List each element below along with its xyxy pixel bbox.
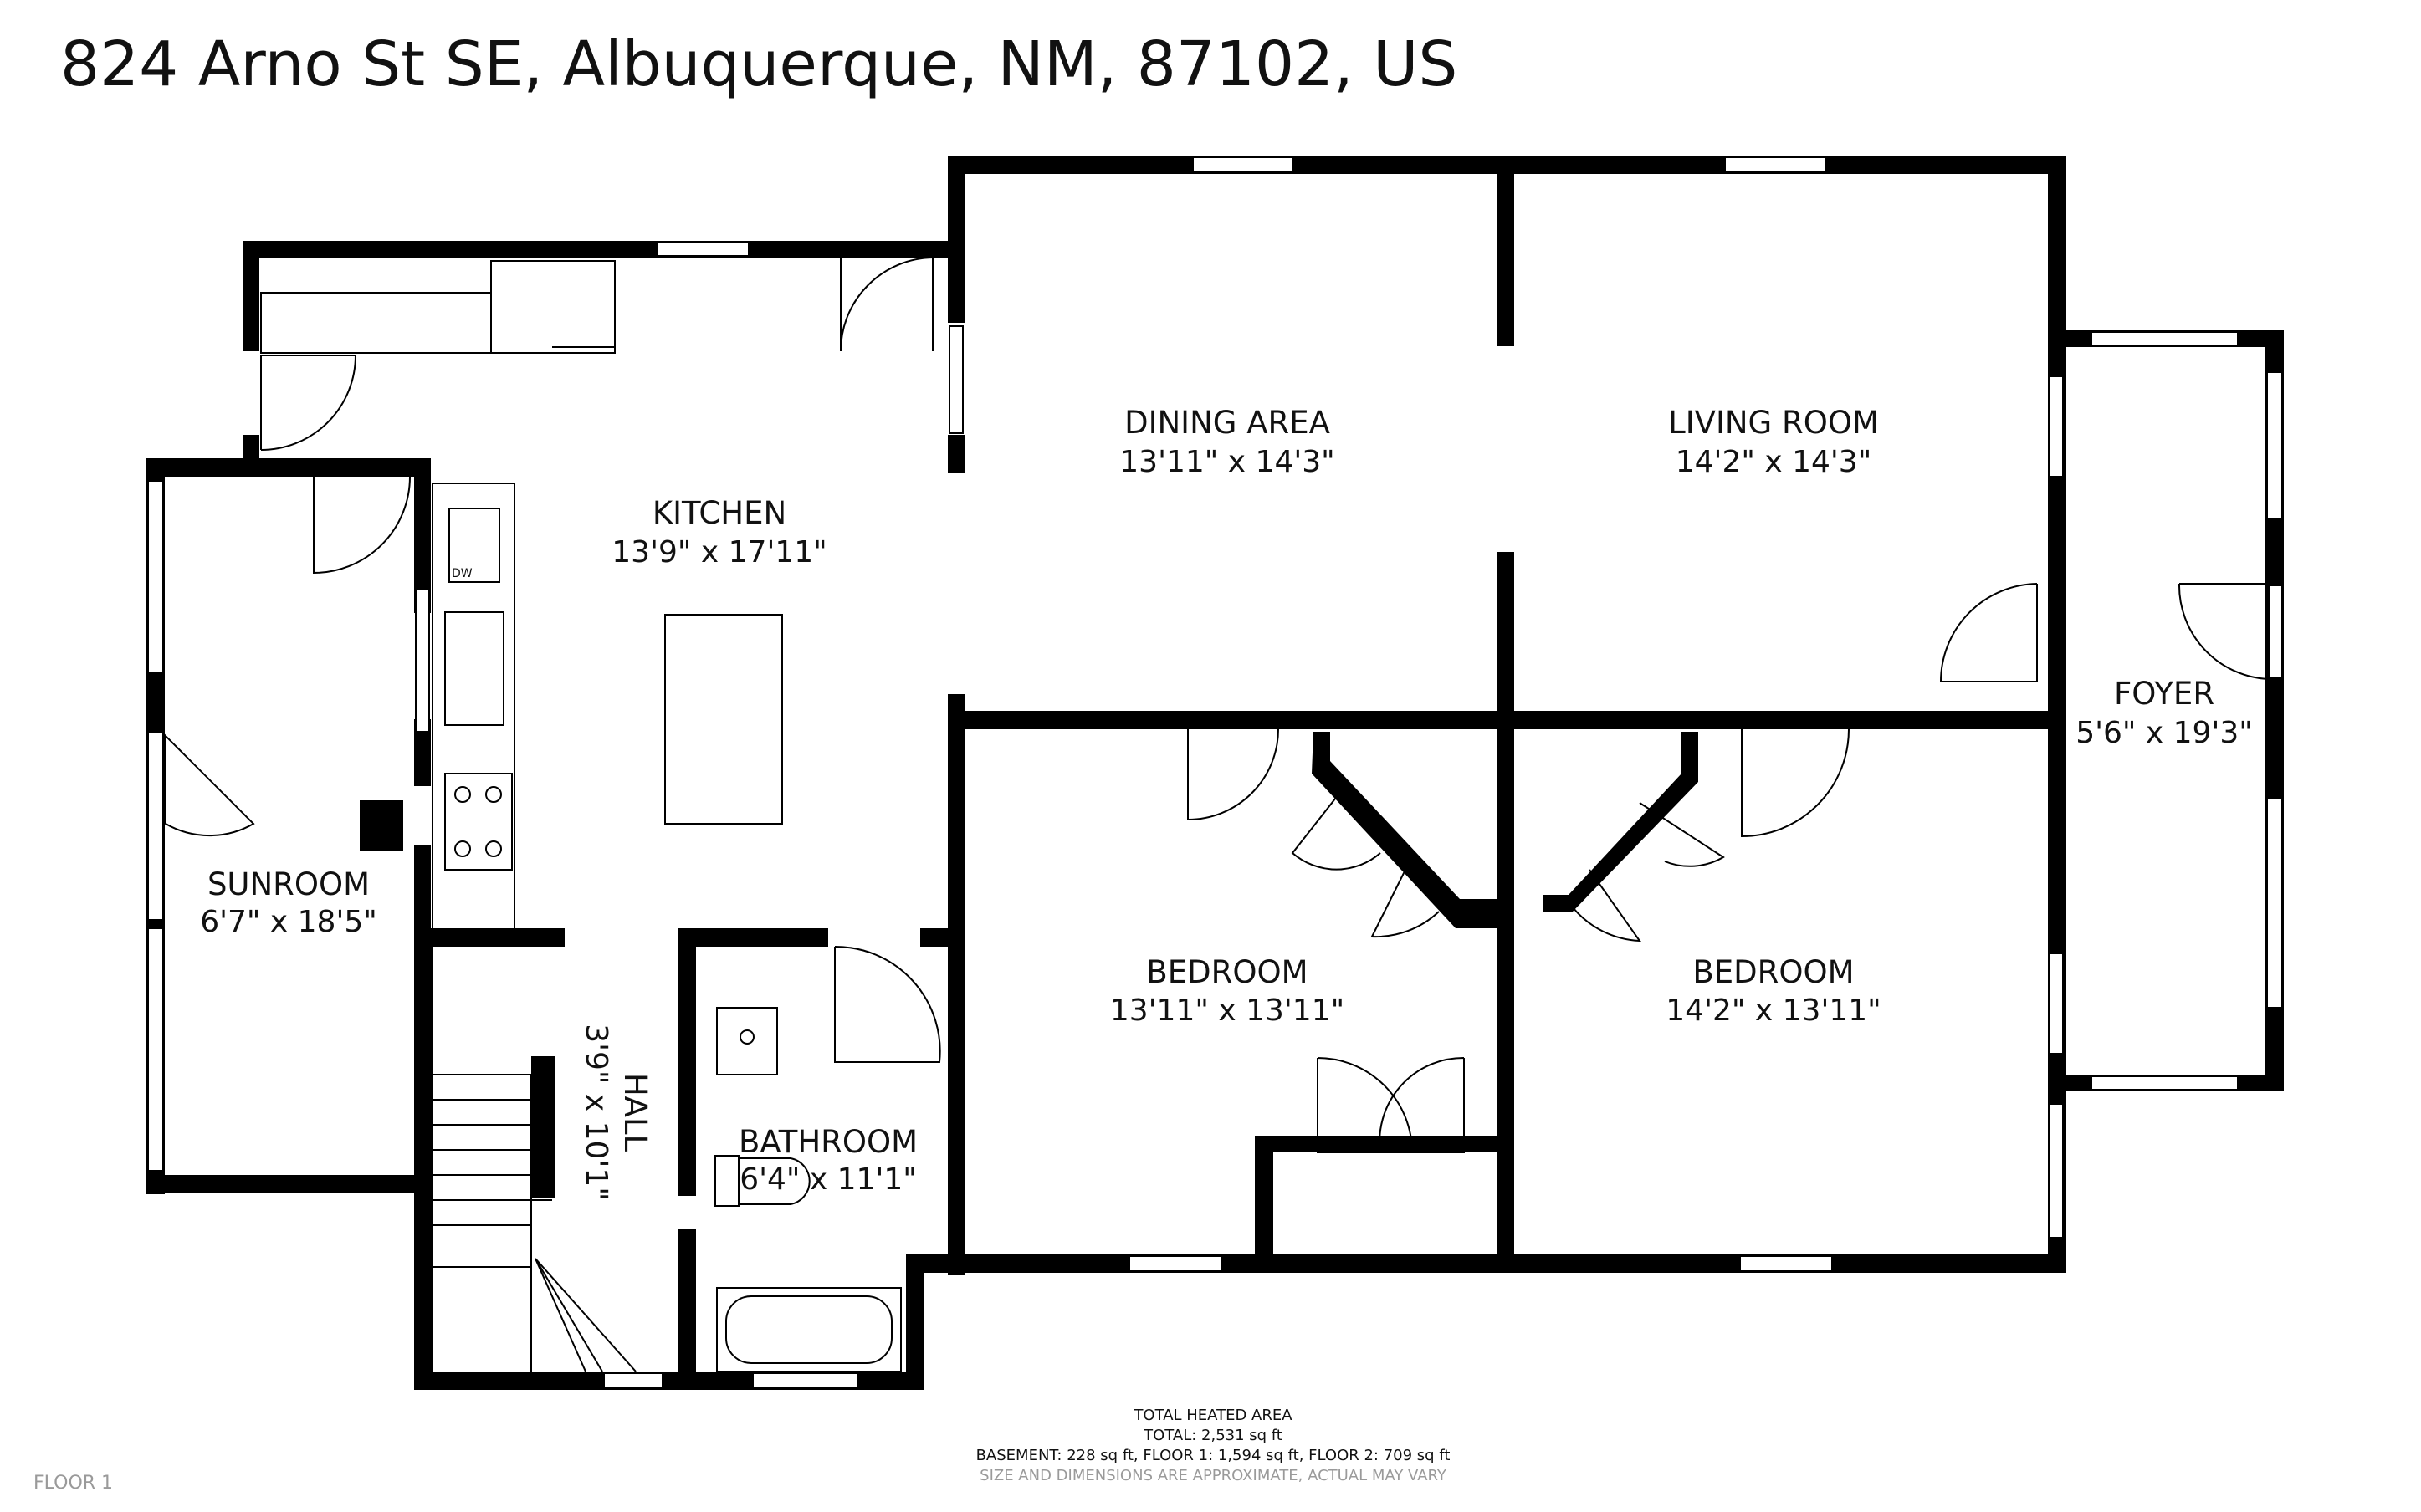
stove	[444, 773, 513, 871]
svg-text:13'9" x 17'11": 13'9" x 17'11"	[612, 535, 827, 570]
room-bathroom: BATHROOM 6'4" x 11'1"	[739, 1124, 918, 1197]
svg-text:6'7" x 18'5": 6'7" x 18'5"	[200, 905, 377, 939]
svg-text:HALL: HALL	[617, 1073, 653, 1152]
toilet	[714, 1155, 740, 1207]
svg-text:KITCHEN: KITCHEN	[653, 495, 786, 531]
svg-text:3'9" x 10'1": 3'9" x 10'1"	[579, 1024, 613, 1201]
kitchen-sink	[444, 611, 504, 726]
windows	[147, 156, 2283, 1389]
bathtub	[716, 1287, 902, 1372]
room-dining: DINING AREA 13'11" x 14'3"	[1119, 405, 1334, 479]
svg-text:SIZE AND DIMENSIONS ARE APPROX: SIZE AND DIMENSIONS ARE APPROXIMATE, ACT…	[980, 1467, 1447, 1484]
svg-text:DINING AREA: DINING AREA	[1124, 405, 1330, 441]
svg-text:LIVING ROOM: LIVING ROOM	[1668, 405, 1879, 441]
svg-text:TOTAL: 2,531 sq ft: TOTAL: 2,531 sq ft	[1143, 1427, 1282, 1444]
room-foyer: FOYER 5'6" x 19'3"	[2076, 676, 2253, 750]
svg-text:BASEMENT: 228 sq ft, FLOOR 1:: BASEMENT: 228 sq ft, FLOOR 1: 1,594 sq f…	[976, 1447, 1451, 1464]
room-bedroom-1: BEDROOM 13'11" x 13'11"	[1110, 954, 1344, 1028]
room-bedroom-2: BEDROOM 14'2" x 13'11"	[1666, 954, 1881, 1028]
svg-text:13'11" x 14'3": 13'11" x 14'3"	[1119, 445, 1334, 479]
svg-text:5'6" x 19'3": 5'6" x 19'3"	[2076, 716, 2253, 750]
room-labels: KITCHEN 13'9" x 17'11" DINING AREA 13'11…	[200, 405, 2253, 1201]
svg-text:BEDROOM: BEDROOM	[1692, 954, 1854, 990]
floor-label: FLOOR 1	[33, 1473, 113, 1494]
staircase	[432, 1074, 637, 1372]
svg-text:14'2" x 14'3": 14'2" x 14'3"	[1676, 445, 1872, 479]
doors	[165, 257, 2270, 1153]
svg-text:BEDROOM: BEDROOM	[1146, 954, 1308, 990]
svg-text:SUNROOM: SUNROOM	[207, 866, 370, 902]
dishwasher-label: DW	[452, 567, 473, 580]
svg-text:BATHROOM: BATHROOM	[739, 1124, 918, 1160]
svg-text:FOYER: FOYER	[2114, 676, 2214, 712]
svg-text:13'11" x 13'11": 13'11" x 13'11"	[1110, 994, 1344, 1028]
address-title: 824 Arno St SE, Albuquerque, NM, 87102, …	[60, 28, 1457, 100]
area-summary: TOTAL HEATED AREA TOTAL: 2,531 sq ft BAS…	[976, 1407, 1451, 1484]
kitchen-island	[664, 614, 783, 825]
fixtures: DW	[260, 260, 902, 1372]
room-kitchen: KITCHEN 13'9" x 17'11"	[612, 495, 827, 570]
svg-text:6'4" x 11'1": 6'4" x 11'1"	[740, 1162, 917, 1197]
room-living: LIVING ROOM 14'2" x 14'3"	[1668, 405, 1879, 479]
bathroom-sink	[716, 1007, 778, 1075]
room-hall: HALL 3'9" x 10'1"	[579, 1024, 653, 1201]
room-sunroom: SUNROOM 6'7" x 18'5"	[200, 866, 377, 939]
svg-text:14'2" x 13'11": 14'2" x 13'11"	[1666, 994, 1881, 1028]
svg-text:TOTAL HEATED AREA: TOTAL HEATED AREA	[1133, 1407, 1292, 1424]
